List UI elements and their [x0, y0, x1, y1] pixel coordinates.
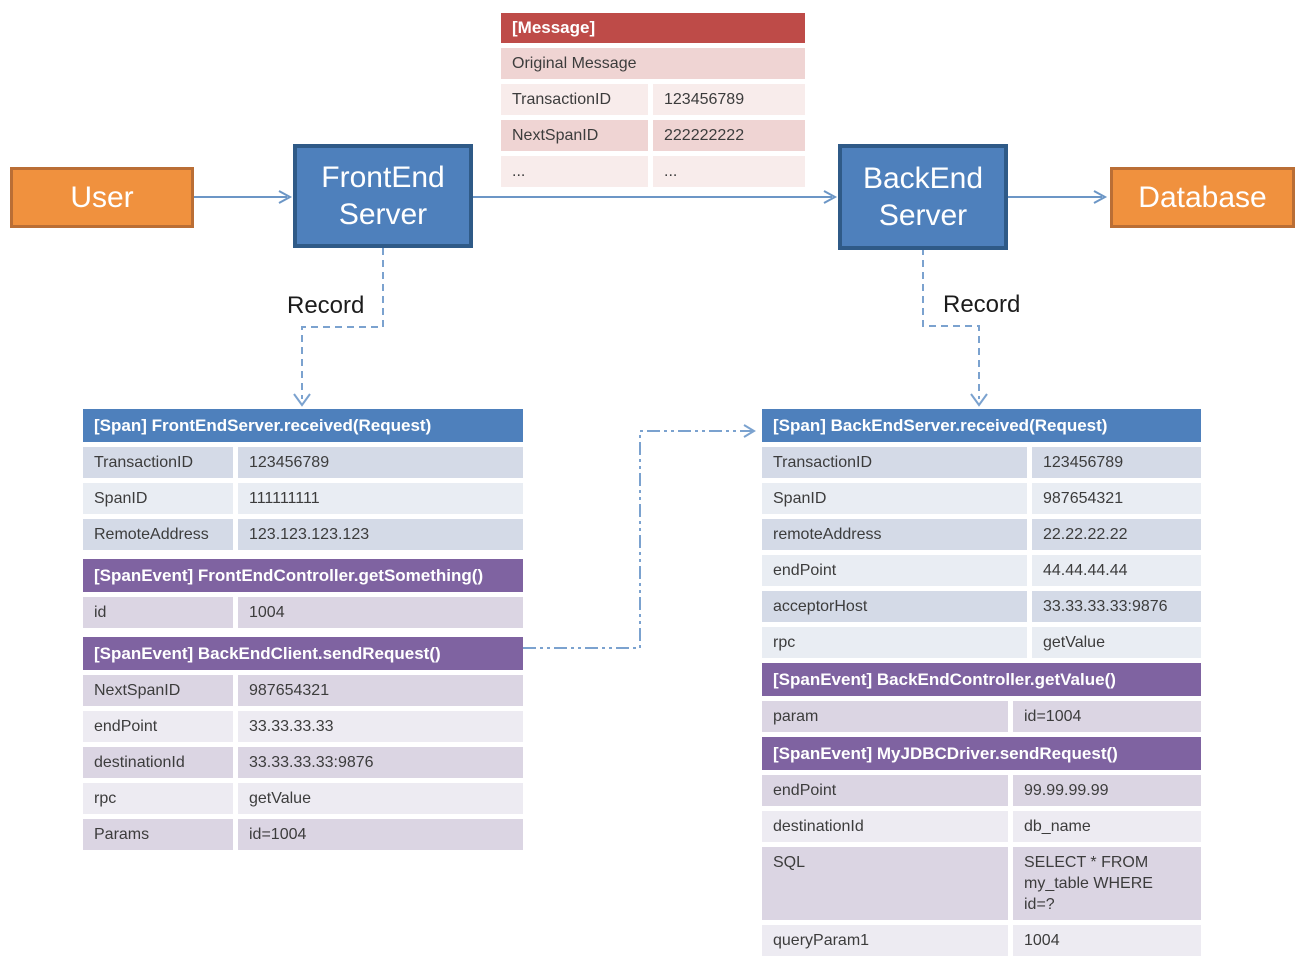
- row-value: 99.99.99.99: [1013, 775, 1201, 806]
- record-label-frontend: Record: [287, 292, 365, 319]
- backend-node-label-line2: Server: [878, 199, 968, 232]
- frontend-span-table: [Span] FrontEndServer.received(Request) T…: [83, 409, 523, 850]
- row-value: db_name: [1013, 811, 1201, 842]
- row-key: endPoint: [83, 711, 233, 742]
- database-node: Database: [1110, 167, 1295, 228]
- row-key: rpc: [762, 627, 1027, 658]
- section-header: [Span] BackEndServer.received(Request): [762, 409, 1201, 442]
- backend-span-table: [Span] BackEndServer.received(Request) Tr…: [762, 409, 1201, 956]
- section-header: [Message]: [501, 13, 805, 43]
- record-label-backend: Record: [943, 291, 1021, 318]
- row-key: Params: [83, 819, 233, 850]
- user-node: User: [10, 167, 194, 228]
- row-key: destinationId: [762, 811, 1008, 842]
- backend-node-label-line1: BackEnd: [862, 161, 984, 195]
- arrow-user-to-frontend: [194, 190, 293, 204]
- row-value: 123456789: [1032, 447, 1201, 478]
- row-value: getValue: [1032, 627, 1201, 658]
- row-key: SpanID: [762, 483, 1027, 514]
- table-row: ......: [501, 156, 805, 187]
- row-key: remoteAddress: [762, 519, 1027, 550]
- frontend-node-label-line2: Server: [338, 198, 428, 231]
- row-key: param: [762, 701, 1008, 732]
- section-header: [SpanEvent] FrontEndController.getSometh…: [83, 559, 523, 592]
- row-value: id=1004: [1013, 701, 1201, 732]
- section-header: [SpanEvent] BackEndController.getValue(): [762, 663, 1201, 696]
- section-header: [Span] FrontEndServer.received(Request): [83, 409, 523, 442]
- row-value: 123456789: [653, 84, 805, 115]
- row-key: RemoteAddress: [83, 519, 233, 550]
- row-value: id=1004: [238, 819, 523, 850]
- row-value: 22.22.22.22: [1032, 519, 1201, 550]
- section-header: [SpanEvent] MyJDBCDriver.sendRequest(): [762, 737, 1201, 770]
- row-key: TransactionID: [762, 447, 1027, 478]
- row-key: id: [83, 597, 233, 628]
- row-value: 1004: [238, 597, 523, 628]
- row-key: TransactionID: [83, 447, 233, 478]
- row-value: ...: [653, 156, 805, 187]
- row-value: getValue: [238, 783, 523, 814]
- row-value: 33.33.33.33:9876: [1032, 591, 1201, 622]
- table-row: Original Message: [501, 48, 805, 79]
- frontend-node-label-line1: FrontEnd: [321, 160, 445, 194]
- section-header: [SpanEvent] BackEndClient.sendRequest(): [83, 637, 523, 670]
- frontend-server-node: FrontEnd Server: [293, 144, 473, 248]
- user-node-label: User: [70, 180, 134, 214]
- row-value: 987654321: [238, 675, 523, 706]
- row-value: SELECT * FROM my_table WHERE id=?: [1013, 847, 1201, 920]
- row-value: 1004: [1013, 925, 1201, 956]
- nextspan-link-arrow: [523, 424, 756, 649]
- row-key: acceptorHost: [762, 591, 1027, 622]
- row-key: SQL: [762, 847, 1008, 920]
- row-value: 987654321: [1032, 483, 1201, 514]
- record-arrow-frontend: [293, 248, 384, 407]
- row-value: 33.33.33.33: [238, 711, 523, 742]
- row-value: 123.123.123.123: [238, 519, 523, 550]
- row-key: SpanID: [83, 483, 233, 514]
- row-key: endPoint: [762, 555, 1027, 586]
- row-value: 33.33.33.33:9876: [238, 747, 523, 778]
- database-node-label: Database: [1138, 180, 1267, 214]
- row-value: 222222222: [653, 120, 805, 151]
- row-key: endPoint: [762, 775, 1008, 806]
- row-value: 123456789: [238, 447, 523, 478]
- row-key: Original Message: [501, 48, 805, 79]
- row-key: NextSpanID: [83, 675, 233, 706]
- arrow-backend-to-database: [1008, 190, 1108, 204]
- row-key: queryParam1: [762, 925, 1008, 956]
- row-key: destinationId: [83, 747, 233, 778]
- backend-server-node: BackEnd Server: [838, 144, 1008, 250]
- row-key: TransactionID: [501, 84, 648, 115]
- row-value: 111111111: [238, 483, 523, 514]
- row-key: ...: [501, 156, 648, 187]
- arrow-frontend-to-backend: [473, 190, 838, 204]
- row-key: NextSpanID: [501, 120, 648, 151]
- row-key: rpc: [83, 783, 233, 814]
- record-arrow-backend: [922, 248, 988, 407]
- row-value: 44.44.44.44: [1032, 555, 1201, 586]
